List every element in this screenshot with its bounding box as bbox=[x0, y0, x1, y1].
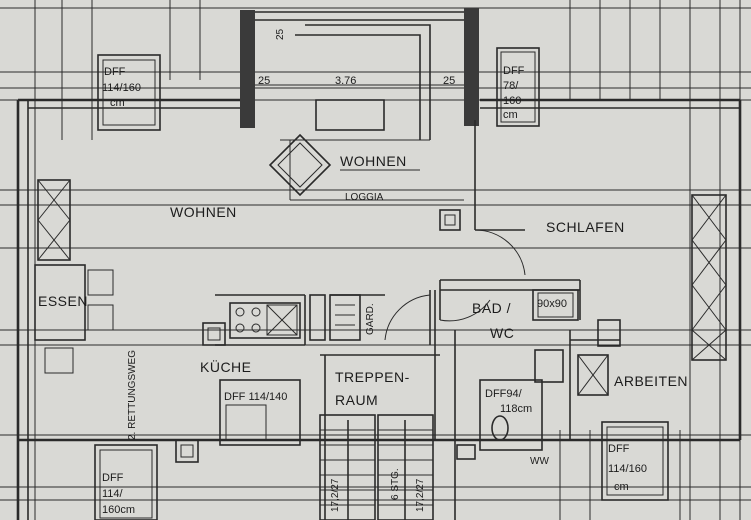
svg-text:cm: cm bbox=[110, 97, 125, 109]
dim-top-25: 25 bbox=[275, 28, 286, 40]
svg-text:114/160: 114/160 bbox=[102, 82, 141, 94]
room-label-treppen-1: TREPPEN- bbox=[335, 369, 410, 385]
window-dff-bad bbox=[479, 379, 543, 451]
stairs-right-label: 17,2/27 bbox=[415, 478, 426, 512]
svg-text:DFF94/: DFF94/ bbox=[485, 388, 523, 400]
dff-top-left-label: DFF 114/160 cm bbox=[102, 66, 141, 109]
right-shaft bbox=[691, 194, 727, 361]
window-dff-bottom-right bbox=[601, 421, 669, 501]
window-dff-bottom-left bbox=[94, 444, 158, 520]
room-label-arbeiten: ARBEITEN bbox=[614, 373, 688, 389]
svg-text:cm: cm bbox=[614, 481, 629, 493]
essen-furniture bbox=[34, 179, 114, 374]
rettungsweg-label: 2. RETTUNGSWEG bbox=[127, 350, 138, 440]
staircase bbox=[319, 414, 434, 520]
svg-text:118cm: 118cm bbox=[500, 403, 532, 415]
svg-text:cm: cm bbox=[503, 109, 518, 121]
svg-text:DFF: DFF bbox=[104, 66, 126, 78]
dff-top-right-label: DFF 78/ 160 cm bbox=[503, 65, 525, 121]
dim-right-25: 25 bbox=[443, 75, 455, 87]
dff-bad-label: DFF94/ 118cm bbox=[485, 388, 532, 415]
room-label-essen: ESSEN bbox=[38, 293, 88, 309]
svg-text:DFF: DFF bbox=[503, 65, 525, 77]
svg-text:160: 160 bbox=[503, 95, 521, 107]
bath-fixtures bbox=[175, 289, 621, 463]
room-label-bad-2: WC bbox=[490, 325, 514, 341]
stairs-left-label: 17,2/27 bbox=[330, 478, 341, 512]
windows bbox=[94, 47, 669, 520]
kitchen-counter bbox=[202, 294, 361, 346]
dff-bottom-left-label: DFF 114/ 160cm bbox=[102, 472, 135, 516]
dim-span: 3.76 bbox=[335, 75, 356, 87]
dff-kitchen-label: DFF 114/140 bbox=[224, 391, 287, 403]
svg-text:78/: 78/ bbox=[503, 80, 519, 92]
room-label-gard: GARD. bbox=[365, 303, 376, 335]
dim-left-25: 25 bbox=[258, 75, 270, 87]
svg-text:DFF: DFF bbox=[608, 443, 630, 455]
room-label-schlafen: SCHLAFEN bbox=[546, 219, 625, 235]
svg-text:DFF: DFF bbox=[102, 472, 124, 484]
dff-bottom-right-label: DFF 114/160 cm bbox=[608, 443, 647, 493]
window-dff-top-right bbox=[496, 47, 540, 127]
ww-label: WW bbox=[530, 456, 549, 467]
room-label-bad-1: BAD / bbox=[472, 300, 511, 316]
room-label-wohnen: WOHNEN bbox=[170, 204, 237, 220]
svg-text:114/160: 114/160 bbox=[608, 463, 647, 475]
outer-walls bbox=[16, 98, 742, 520]
interior-walls bbox=[215, 120, 620, 520]
window-dff-kitchen bbox=[219, 379, 301, 446]
window-dff-top-left bbox=[97, 54, 161, 131]
room-label-kueche: KÜCHE bbox=[200, 358, 252, 375]
loggia bbox=[240, 8, 479, 231]
shower-size: 90x90 bbox=[537, 298, 567, 310]
svg-text:160cm: 160cm bbox=[102, 504, 135, 516]
stairs-mid-label: 6 STG. bbox=[390, 468, 401, 500]
room-label-loggia: LOGGIA bbox=[345, 192, 384, 203]
svg-text:114/: 114/ bbox=[102, 488, 124, 500]
room-label-wohnen-loggia: WOHNEN bbox=[340, 153, 407, 169]
room-label-treppen-2: RAUM bbox=[335, 392, 378, 408]
